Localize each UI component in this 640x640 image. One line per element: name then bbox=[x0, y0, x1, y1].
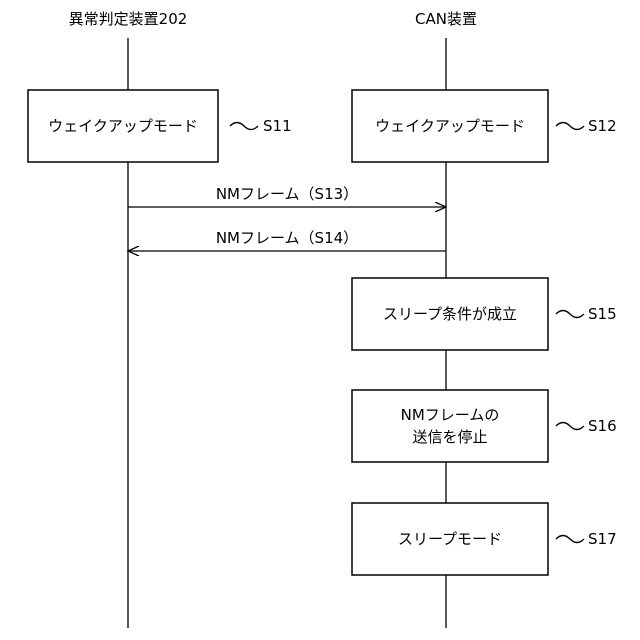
message-s14: NMフレーム（S14） bbox=[128, 229, 446, 251]
lane-title-can-device: CAN装置 bbox=[415, 10, 477, 28]
step-s16-text-line1: NMフレームの bbox=[401, 406, 500, 424]
step-s16: NMフレームの 送信を停止 S16 bbox=[352, 390, 617, 462]
message-s13-label: NMフレーム（S13） bbox=[216, 185, 358, 203]
step-s12-leader bbox=[556, 123, 584, 130]
step-s16-leader bbox=[556, 423, 584, 430]
step-s11-text: ウェイクアップモード bbox=[48, 117, 198, 135]
step-s15-leader bbox=[556, 311, 584, 318]
step-s16-id: S16 bbox=[588, 417, 617, 435]
step-s11-id: S11 bbox=[263, 117, 292, 135]
step-s12: ウェイクアップモード S12 bbox=[352, 90, 617, 162]
message-s13: NMフレーム（S13） bbox=[128, 185, 446, 207]
step-s12-id: S12 bbox=[588, 117, 617, 135]
step-s15: スリープ条件が成立 S15 bbox=[352, 278, 617, 350]
step-s15-id: S15 bbox=[588, 305, 617, 323]
step-s17-id: S17 bbox=[588, 530, 617, 548]
message-s14-label: NMフレーム（S14） bbox=[216, 229, 358, 247]
step-s17: スリープモード S17 bbox=[352, 503, 617, 575]
lane-title-anomaly-judgment-device: 異常判定装置202 bbox=[69, 10, 188, 28]
step-s17-leader bbox=[556, 536, 584, 543]
step-s17-text: スリープモード bbox=[398, 530, 502, 548]
step-s12-text: ウェイクアップモード bbox=[375, 117, 525, 135]
step-s11: ウェイクアップモード S11 bbox=[28, 90, 292, 162]
step-s16-text-line2: 送信を停止 bbox=[412, 428, 487, 446]
step-s11-leader bbox=[230, 123, 258, 130]
step-s15-text: スリープ条件が成立 bbox=[383, 305, 517, 323]
